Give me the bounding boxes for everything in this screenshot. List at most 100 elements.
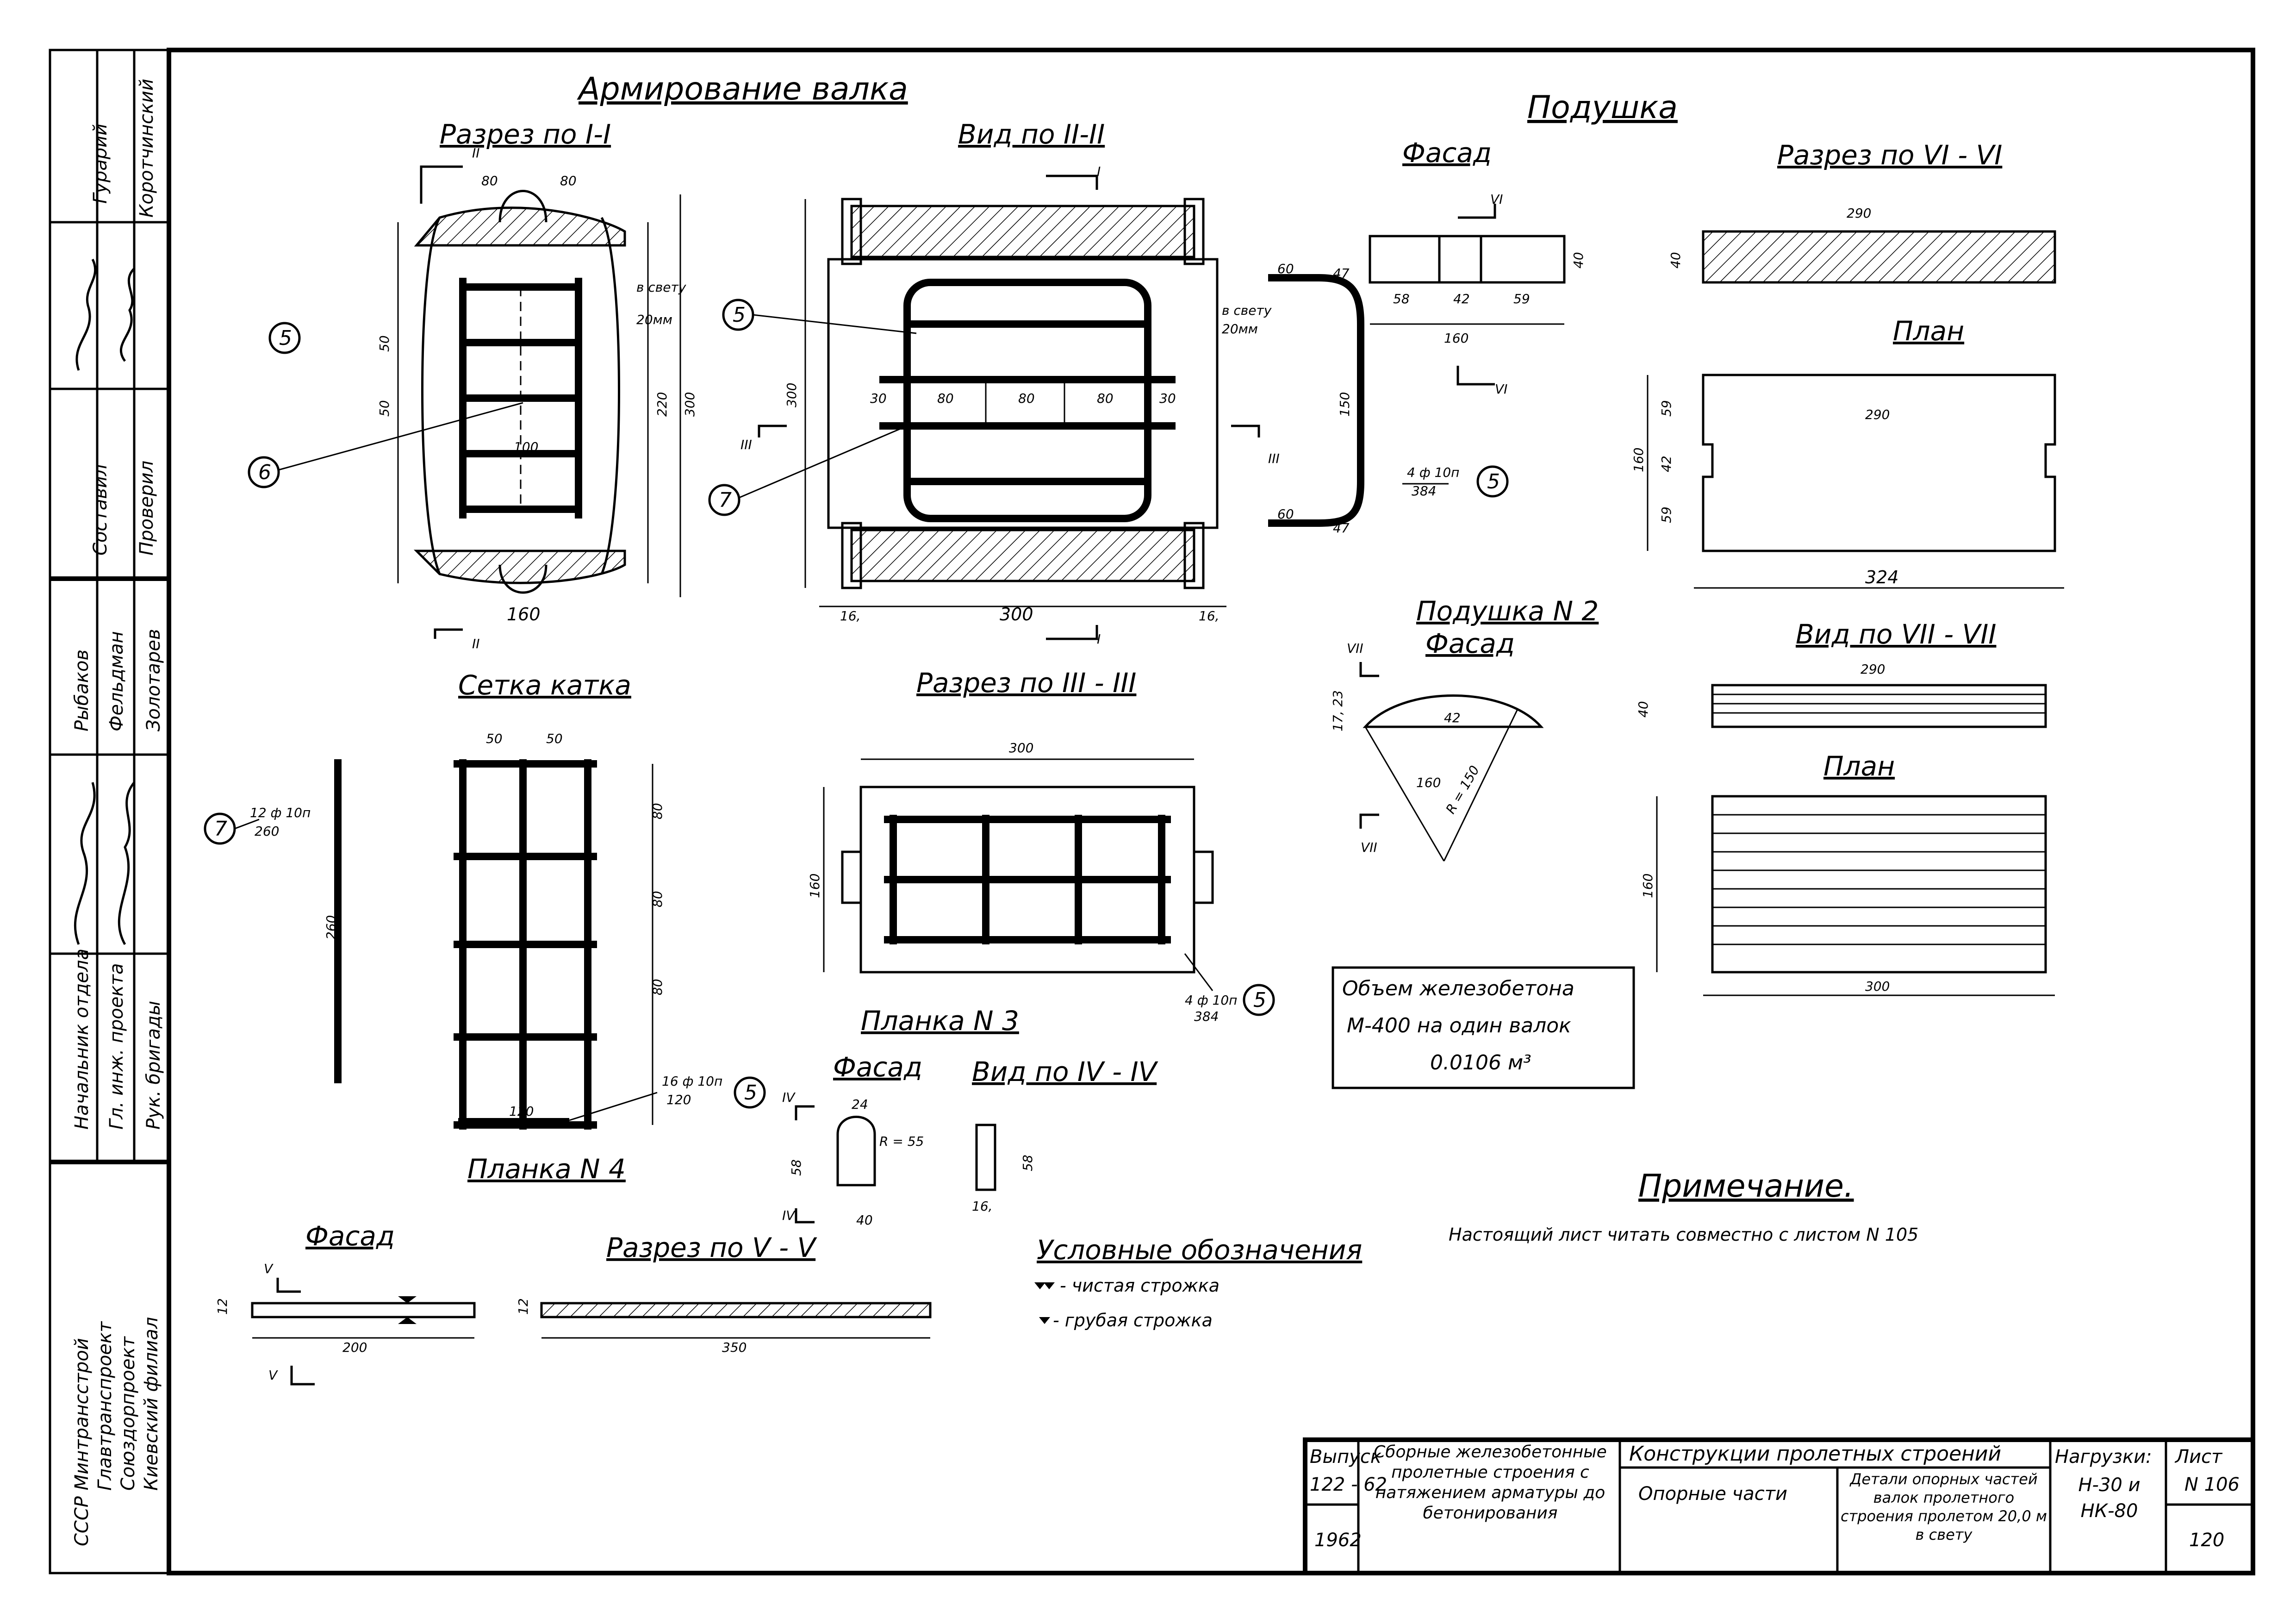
sheet-value: N 106 bbox=[2184, 1474, 2240, 1495]
pos-5: 5 bbox=[744, 1081, 757, 1105]
dim-300: 300 bbox=[1000, 604, 1033, 625]
vypusk-label: Выпуск bbox=[1310, 1446, 1381, 1468]
title-podushka: Подушка bbox=[1527, 89, 1678, 126]
dim-290: 290 bbox=[1860, 662, 1885, 677]
stirrup-detail: 60 60 47 47 150 4 ф 10п 384 5 bbox=[1268, 261, 1509, 536]
name3-text: Золотарев bbox=[143, 629, 164, 731]
note: Примечание. Настоящий лист читать совмес… bbox=[1449, 1168, 1918, 1245]
name2-text: Фельдман bbox=[106, 631, 127, 731]
year: 1962 bbox=[1314, 1530, 1362, 1551]
mm20-text: 20мм bbox=[1222, 321, 1258, 337]
pos-7: 7 bbox=[719, 488, 732, 512]
title-setka: Сетка катка bbox=[458, 669, 631, 701]
position-bubble bbox=[708, 484, 740, 516]
title-armirovanie: Армирование валка bbox=[577, 71, 908, 107]
dim-50: 50 bbox=[377, 400, 392, 417]
mark-III: III bbox=[1268, 451, 1280, 466]
title-planka4: Планка N 4 bbox=[467, 1153, 626, 1185]
signature-mark bbox=[120, 268, 135, 362]
view-2-2: Вид по II-II 30 80 80 80 30 300 16, 16, … bbox=[740, 119, 1280, 647]
org4-text: Киевский филиал bbox=[141, 1317, 162, 1491]
position-bubble bbox=[1243, 984, 1275, 1016]
title-razrez-6: Разрез по VI - VI bbox=[1777, 139, 2002, 171]
role5-text: Проверил bbox=[136, 461, 157, 556]
title-razrez-3: Разрез по III - III bbox=[916, 667, 1136, 699]
dim-50: 50 bbox=[486, 731, 503, 746]
role3-text: Рук. бригады bbox=[143, 1001, 164, 1130]
dim-40: 40 bbox=[1668, 252, 1683, 269]
position-bubble bbox=[734, 1076, 766, 1109]
series-text: Сборные железобетонные пролетные строени… bbox=[1374, 1443, 1607, 1523]
dim-80: 80 bbox=[937, 391, 954, 406]
dim-60: 60 bbox=[1277, 261, 1294, 276]
stamp-part: Опорные части bbox=[1638, 1483, 1787, 1505]
title-note: Примечание. bbox=[1638, 1168, 1854, 1205]
fine-plane-mark bbox=[398, 1317, 417, 1324]
org2-text: Главтранспроект bbox=[94, 1321, 116, 1491]
title-legend: Условные обозначения bbox=[1037, 1234, 1362, 1266]
sidebar-stamp: Начальник отдела Гл. инж. проекта Рук. б… bbox=[50, 50, 169, 1546]
title-fasad: Фасад bbox=[1402, 137, 1492, 169]
dim-12: 12 bbox=[215, 1298, 230, 1315]
title-fasad: Фасад bbox=[1425, 628, 1515, 659]
svetu-text: в свету bbox=[1222, 303, 1272, 318]
dim-160: 160 bbox=[1444, 331, 1468, 346]
detail-text: Детали опорных частей валок пролетного с… bbox=[1841, 1470, 2047, 1543]
dim-42: 42 bbox=[1444, 710, 1461, 725]
mark-III: III bbox=[740, 437, 752, 452]
mark-VII: VII bbox=[1347, 641, 1363, 656]
rebar-16-bar: 120 bbox=[509, 1104, 534, 1119]
dim-59: 59 bbox=[1659, 506, 1674, 523]
dim-80: 80 bbox=[560, 173, 577, 188]
mark-I: I bbox=[1097, 164, 1101, 179]
dim-350: 350 bbox=[722, 1340, 747, 1355]
mark-I: I bbox=[1097, 631, 1101, 647]
section-3-3: Разрез по III - III 300 160 4 ф 10п 384 … bbox=[807, 667, 1275, 1024]
dim-80: 80 bbox=[650, 979, 665, 995]
dim-100: 100 bbox=[514, 439, 538, 455]
dim-58: 58 bbox=[789, 1159, 804, 1176]
plank-3: Планка N 3 Фасад 40 24 R = 55 58 IV IV В… bbox=[782, 1005, 1159, 1228]
dim-50: 50 bbox=[546, 731, 563, 746]
dim-80: 80 bbox=[481, 173, 498, 188]
title-plan: План bbox=[1893, 315, 1964, 347]
rebar-7-bar: 260 bbox=[324, 915, 339, 940]
rebar-5-len: 384 bbox=[1412, 483, 1436, 499]
org3-text: Союздорпроект bbox=[118, 1336, 139, 1491]
signature-mark bbox=[74, 782, 96, 945]
mark-VI: VI bbox=[1490, 192, 1503, 207]
dim-80: 80 bbox=[650, 891, 665, 907]
section-1-1: Разрез по I-I 80 80 160 100 220 300 50 5… bbox=[377, 119, 697, 651]
rebar-16-len: 120 bbox=[666, 1092, 691, 1107]
dim-40: 40 bbox=[856, 1212, 873, 1228]
dim-40: 40 bbox=[1636, 701, 1651, 718]
volume-line3: 0.0106 м³ bbox=[1430, 1051, 1531, 1074]
dim-300: 300 bbox=[784, 383, 799, 407]
name5-text: Коротчинский bbox=[136, 79, 157, 218]
fine-plane-icon bbox=[1034, 1282, 1055, 1289]
dim-324: 324 bbox=[1865, 567, 1899, 587]
legend-rough: - грубая строжка bbox=[1053, 1310, 1213, 1330]
dim-60: 60 bbox=[1277, 506, 1294, 522]
svetu-text: в свету bbox=[636, 280, 686, 295]
dim-30: 30 bbox=[1159, 391, 1176, 406]
mark-II: II bbox=[472, 145, 480, 161]
dim-16: 16, bbox=[1199, 608, 1220, 624]
dim-80: 80 bbox=[1097, 391, 1114, 406]
pos-5: 5 bbox=[1253, 988, 1266, 1012]
title-razrez-1: Разрез по I-I bbox=[440, 119, 611, 150]
dim-220: 220 bbox=[654, 392, 670, 417]
dim-58: 58 bbox=[1393, 291, 1410, 306]
dim-58: 58 bbox=[1020, 1155, 1035, 1171]
signature-mark bbox=[118, 781, 135, 945]
dim-17: 17, 23 bbox=[1330, 690, 1345, 731]
legend: Условные обозначения - чистая строжка - … bbox=[1034, 1234, 1362, 1330]
position-bubble bbox=[1476, 465, 1509, 498]
dim-150: 150 bbox=[1337, 392, 1352, 417]
pad-2: Подушка N 2 Фасад R = 150 160 42 17, 23 … bbox=[1330, 595, 2055, 996]
dim-160: 160 bbox=[507, 604, 541, 625]
rebar-7-len: 260 bbox=[255, 824, 279, 839]
title-razrez-5: Разрез по V - V bbox=[606, 1232, 817, 1263]
dim-160: 160 bbox=[1416, 775, 1441, 790]
